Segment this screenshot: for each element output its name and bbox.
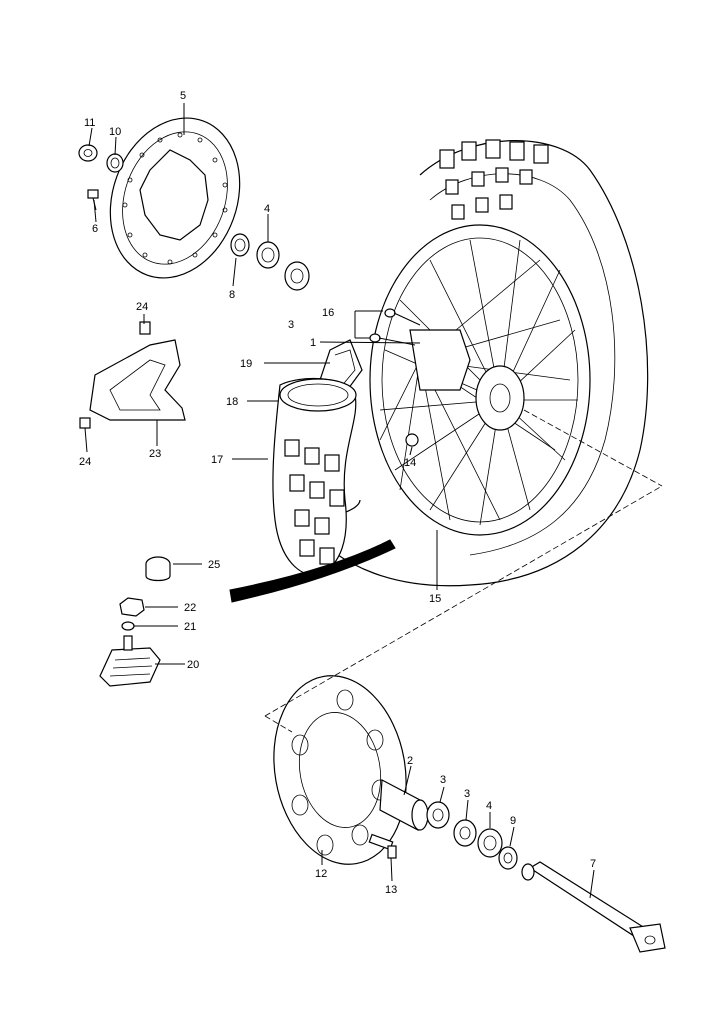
callout-14: 14 — [404, 457, 416, 469]
disc-washer — [106, 153, 124, 173]
bearing-lower-1 — [426, 801, 450, 829]
callout-23: 23 — [149, 448, 161, 460]
callout-5: 5 — [180, 90, 186, 102]
callout-7: 7 — [590, 858, 596, 870]
callout-3-lower-b: 3 — [464, 788, 470, 800]
callout-11: 11 — [84, 117, 95, 129]
oil-seal-upper — [256, 241, 280, 269]
balancer — [405, 433, 419, 447]
callout-10: 10 — [109, 126, 121, 138]
rear-axle — [521, 861, 666, 953]
callout-6: 6 — [92, 223, 98, 235]
callout-21: 21 — [184, 621, 196, 633]
callout-22: 22 — [184, 602, 196, 614]
callout-15: 15 — [429, 593, 441, 605]
callout-24-top: 24 — [136, 301, 148, 313]
tube-stripe — [229, 539, 396, 603]
callout-16: 16 — [322, 307, 334, 319]
callout-1: 1 — [310, 337, 316, 349]
spacer — [379, 779, 429, 831]
wheel-hub — [409, 329, 525, 431]
callout-8: 8 — [229, 289, 235, 301]
rear-sprocket — [273, 675, 407, 865]
bearing-lower-2 — [453, 819, 477, 847]
callout-4-upper: 4 — [264, 203, 270, 215]
sprocket-bolt — [368, 833, 397, 859]
alignment-lines — [264, 409, 663, 733]
callout-24-bottom: 24 — [79, 456, 91, 468]
disc-guard — [89, 339, 186, 421]
valve-cap — [145, 556, 171, 582]
callout-labels: 5 11 10 6 4 8 3 16 1 19 18 17 14 15 24 2… — [79, 90, 596, 896]
callout-4-lower: 4 — [486, 800, 492, 812]
callout-19: 19 — [240, 358, 252, 370]
callout-12: 12 — [315, 868, 327, 880]
bearing-upper — [284, 261, 310, 291]
callout-20: 20 — [187, 659, 199, 671]
disc-nut — [78, 144, 98, 162]
valve-nut — [119, 597, 145, 617]
callout-9: 9 — [510, 815, 516, 827]
callout-25: 25 — [208, 559, 220, 571]
brake-disc — [109, 117, 241, 279]
axle-collar — [498, 846, 518, 870]
spoke-nipple-upper — [384, 308, 421, 326]
disc-bolt — [87, 189, 99, 211]
leader-lines — [84, 103, 595, 899]
tire — [272, 377, 357, 576]
callout-3-lower-a: 3 — [440, 774, 446, 786]
callout-17: 17 — [211, 454, 223, 466]
callout-18: 18 — [226, 396, 238, 408]
callout-13: 13 — [385, 884, 397, 896]
collar-left — [230, 233, 250, 257]
callout-2: 2 — [407, 755, 413, 767]
callout-3-upper: 3 — [288, 319, 294, 331]
rim-lock — [99, 635, 161, 687]
valve-washer — [121, 621, 135, 631]
guard-bolt-bottom — [79, 417, 91, 429]
guard-bolt-top — [139, 321, 151, 335]
oil-seal-lower — [477, 828, 503, 858]
